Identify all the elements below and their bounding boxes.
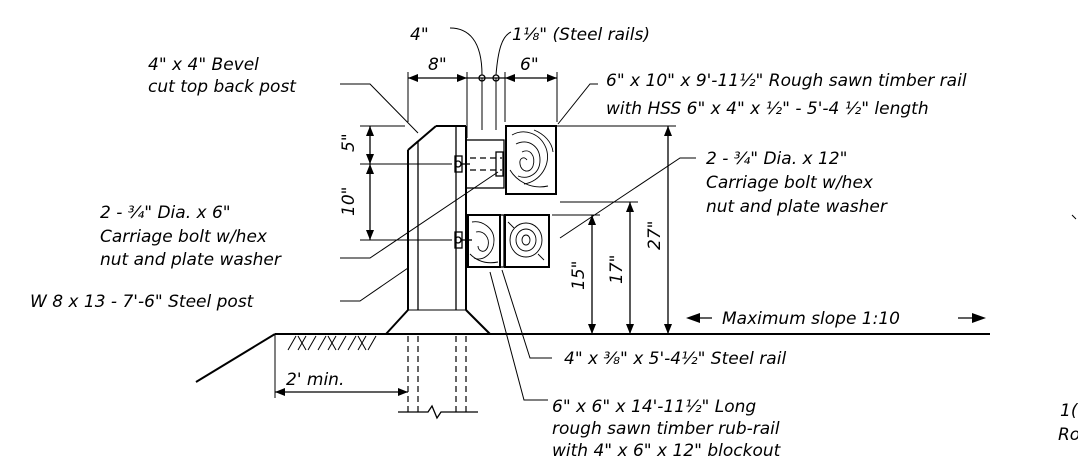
rub-rail (504, 214, 550, 268)
callout-lower-bolt: 2 - ¾" Dia. x 6" Carriage bolt w/hex nut… (100, 203, 282, 270)
lower-bolt-line1: 2 - ¾" Dia. x 6" (100, 203, 231, 223)
right-vertical-dimensions: 15" 17" 27" (552, 125, 676, 334)
dim-rub-height: 15" (569, 261, 589, 290)
rub-rail-line3: with 4" x 6" x 12" blockout (552, 441, 782, 461)
callout-steel-rail: 4" x ⅜" x 5'-4½" Steel rail (564, 349, 786, 369)
dim-post-width: 8" (428, 55, 447, 75)
callout-upper-bolt: 2 - ¾" Dia. x 12" Carriage bolt w/hex nu… (706, 149, 888, 217)
callout-steel-post: W 8 x 13 - 7'-6" Steel post (30, 292, 255, 312)
dim-min-offset: 2' min. (286, 370, 344, 390)
bevel-post-line1: 4" x 4" Bevel (148, 55, 259, 75)
upper-bolt (454, 155, 470, 173)
callout-bevel-post: 4" x 4" Bevel cut top back post (148, 55, 297, 97)
slope-label: Maximum slope 1:10 (722, 309, 900, 329)
bevel-post-line2: cut top back post (148, 77, 297, 97)
label-steel-rails-gap: 1⅛" (Steel rails) (512, 25, 650, 45)
rub-rail-line2: rough sawn timber rub-rail (552, 419, 780, 439)
ground-line (195, 333, 990, 383)
dim-top-offset: 5" (339, 133, 359, 152)
dim-rail-width: 6" (520, 55, 539, 75)
left-vertical-dimensions: 5" 10" (339, 125, 452, 241)
callout-timber-rail: 6" x 10" x 9'-11½" Rough sawn timber rai… (606, 71, 967, 119)
timber-rail-line1: 6" x 10" x 9'-11½" Rough sawn timber rai… (606, 71, 967, 91)
lower-bolt-line3: nut and plate washer (100, 250, 282, 270)
cut-text-line1: 1( (1060, 401, 1078, 421)
lower-bolt (454, 231, 472, 249)
embedded-post-hidden (398, 336, 478, 420)
dim-bolt-spacing: 10" (339, 187, 359, 216)
timber-rail-line2: with HSS 6" x 4" x ½" - 5'-4 ½" length (606, 99, 929, 119)
dim-lower-top-height: 17" (607, 255, 627, 284)
dim-total-height: 27" (645, 221, 665, 250)
dim-gap-top: 4" (410, 25, 429, 45)
lower-blockout (467, 214, 501, 268)
lower-bolt-line2: Carriage bolt w/hex (100, 227, 268, 247)
leader-lines (340, 83, 696, 401)
top-dimensions: 4" 8" 6" 1⅛" (Steel rails) (407, 25, 650, 138)
upper-bolt-line1: 2 - ¾" Dia. x 12" (706, 149, 847, 169)
upper-bolt-line2: Carriage bolt w/hex (706, 173, 874, 193)
lower-steel-rail (499, 214, 505, 268)
slope-annotation: Maximum slope 1:10 (686, 309, 986, 329)
rub-rail-line1: 6" x 6" x 14'-11½" Long (552, 397, 756, 417)
cut-off-text: 1( Ro (1058, 214, 1078, 445)
steel-rail-label: 4" x ⅜" x 5'-4½" Steel rail (564, 349, 786, 369)
earth-hatch (287, 335, 377, 351)
steel-post (385, 125, 491, 335)
steel-post-label: W 8 x 13 - 7'-6" Steel post (30, 292, 255, 312)
min-offset-dimension: 2' min. (274, 334, 408, 398)
callout-rub-rail: 6" x 6" x 14'-11½" Long rough sawn timbe… (552, 397, 782, 461)
upper-timber-rail (505, 125, 557, 195)
upper-bolt-line3: nut and plate washer (706, 197, 888, 217)
cut-text-line2: Ro (1058, 425, 1078, 445)
